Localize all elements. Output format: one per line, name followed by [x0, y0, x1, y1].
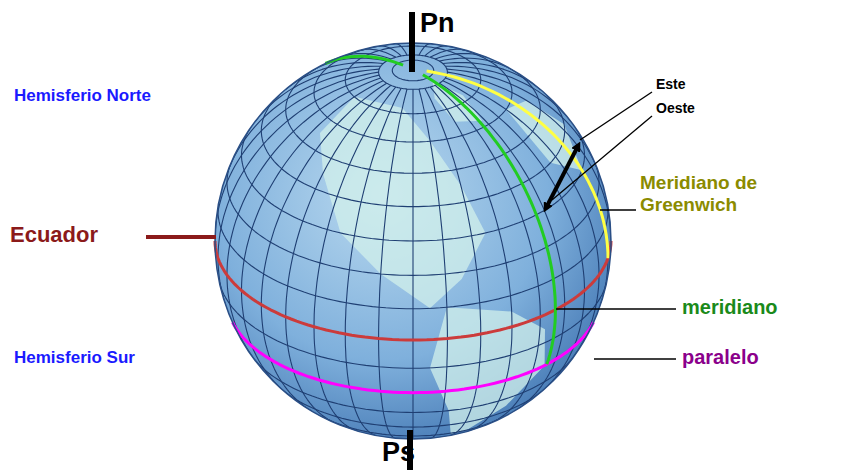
meridian-line — [286, 85, 391, 423]
pole-label: Ps — [382, 437, 415, 468]
meridian-line — [447, 75, 608, 305]
meridian-line — [261, 83, 386, 411]
highlighted-lines — [215, 56, 611, 392]
meridian-line — [345, 88, 401, 435]
meridian-line — [430, 49, 465, 57]
highlighted-parallel — [233, 322, 594, 393]
axis-north — [409, 12, 415, 72]
hemisphere-label: Hemisferio Sur — [14, 348, 135, 368]
meridian-line — [255, 66, 381, 121]
meridian-line — [396, 44, 407, 55]
hemisphere-label: Hemisferio Norte — [14, 86, 151, 106]
greenwich-leader — [600, 209, 636, 210]
meridian-leader — [556, 308, 676, 309]
east-leader — [580, 92, 652, 140]
west-leader — [552, 116, 652, 200]
equator-label: Ecuador — [10, 222, 98, 247]
meridian-line — [445, 66, 571, 121]
meridian-line — [447, 69, 599, 172]
meridian-line — [425, 88, 481, 435]
globe-sphere — [215, 43, 611, 439]
meridian-line — [435, 85, 540, 423]
direction-label: Este — [656, 76, 686, 92]
equator-line — [215, 241, 611, 340]
direction-arrow — [546, 146, 578, 208]
meridian-line — [425, 46, 447, 56]
meridian-line — [443, 63, 541, 90]
direction-label: Oeste — [656, 100, 695, 116]
meridian-line — [447, 72, 611, 241]
meridian-line — [419, 89, 447, 438]
meridian-line — [443, 81, 585, 389]
meridian-line — [430, 87, 512, 431]
globe-outline — [215, 43, 611, 439]
meridian-line — [419, 44, 430, 55]
meridian-line — [242, 81, 384, 389]
meridian-line — [218, 75, 379, 305]
meridian-line — [445, 78, 599, 356]
equator-leader — [146, 235, 216, 239]
meridian-line — [314, 87, 396, 431]
greenwich-meridian — [427, 71, 608, 258]
parallel-leader — [594, 358, 676, 359]
meridian-line — [412, 89, 413, 439]
parallel-label: paralelo — [682, 346, 759, 369]
meridian-line — [379, 89, 407, 438]
pole-label: Pn — [420, 8, 455, 39]
meridian-label: meridiano — [682, 296, 778, 319]
meridian-name: Meridiano de Greenwich — [640, 172, 830, 216]
graticule — [215, 43, 611, 439]
